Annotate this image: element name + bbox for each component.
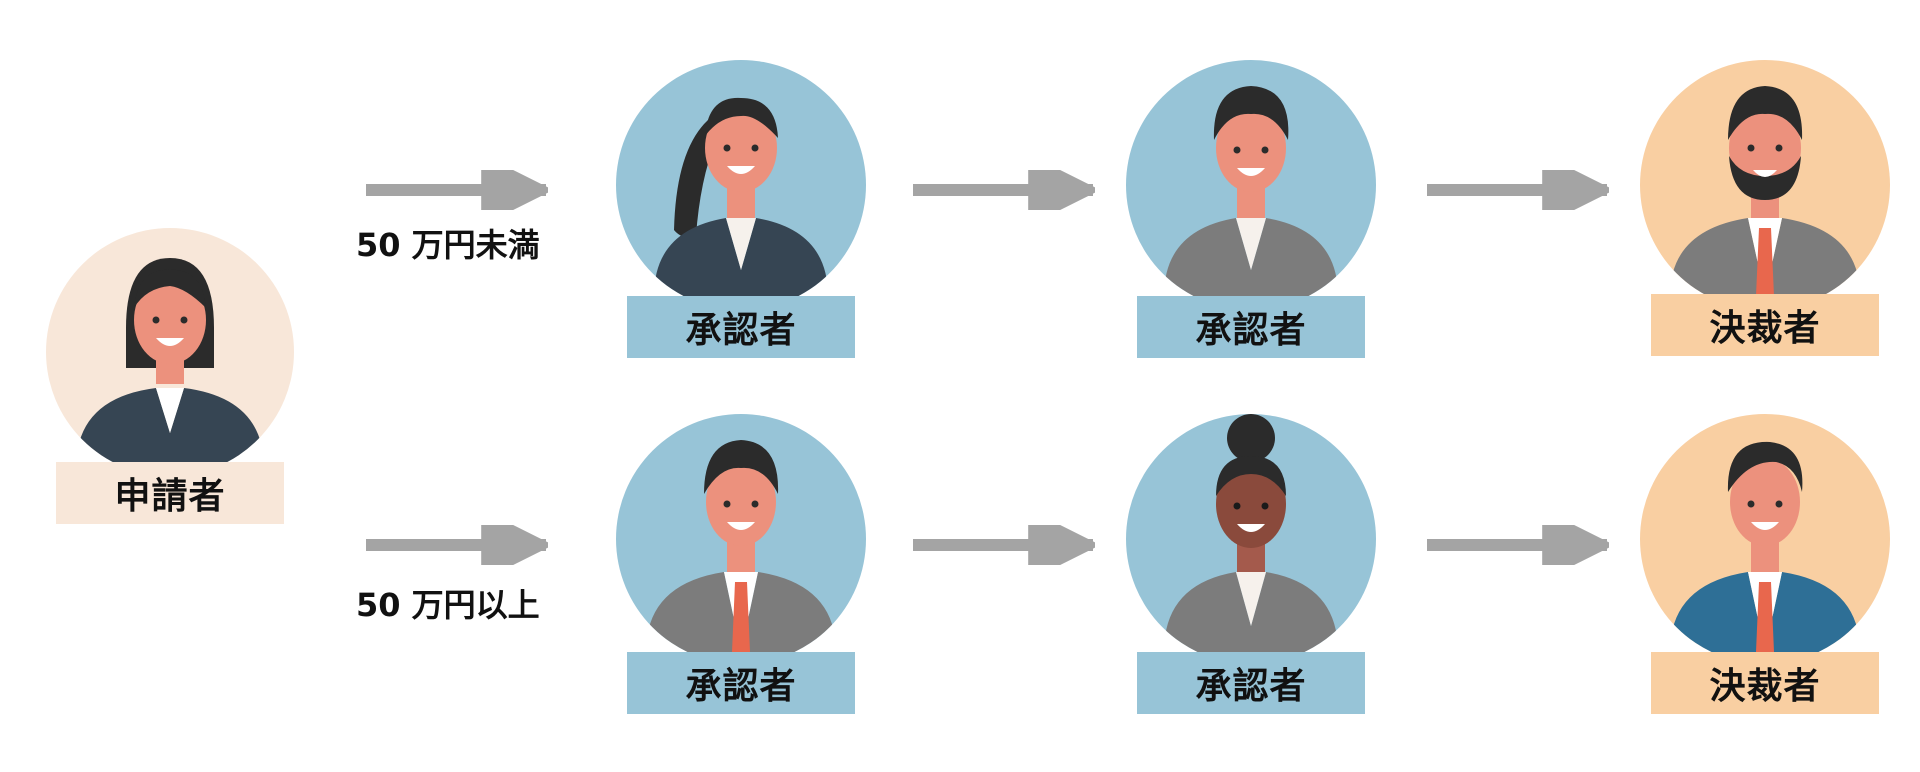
row1-arrow-3	[1427, 170, 1609, 210]
row2-arrow-3	[1427, 525, 1609, 565]
row2-final-approver-label: 決裁者	[1651, 652, 1879, 714]
row1-approver-2: 承認者	[1124, 60, 1378, 360]
row2-approver-1: 承認者	[616, 414, 866, 714]
applicant-label: 申請者	[56, 462, 284, 524]
woman-ponytail-avatar-icon	[616, 60, 866, 296]
row1-condition: 50 万円未満	[356, 226, 540, 264]
woman-bun-avatar-icon	[1126, 414, 1376, 652]
bearded-man-avatar-icon	[1640, 60, 1890, 296]
row2-arrow-1	[366, 525, 548, 565]
row2-approver-2-label: 承認者	[1137, 652, 1365, 714]
row2-condition: 50 万円以上	[356, 586, 540, 624]
man-gray-suit-avatar-icon	[1126, 60, 1376, 296]
man-tie-avatar-icon	[616, 414, 866, 652]
row1-approver-2-label: 承認者	[1137, 296, 1365, 358]
row2-approver-1-label: 承認者	[627, 652, 855, 714]
row1-approver-1-label: 承認者	[627, 296, 855, 358]
row1-arrow-2	[913, 170, 1095, 210]
applicant-node: 申請者	[46, 228, 294, 528]
row2-final-approver: 決裁者	[1636, 414, 1894, 714]
man-blue-suit-avatar-icon	[1640, 414, 1890, 652]
woman-dark-suit-avatar-icon	[46, 228, 294, 468]
row1-final-approver-label: 決裁者	[1651, 294, 1879, 356]
row2-approver-2: 承認者	[1124, 414, 1378, 714]
row1-approver-1: 承認者	[616, 60, 866, 360]
row1-arrow-1	[366, 170, 548, 210]
row1-final-approver: 決裁者	[1640, 60, 1890, 360]
row2-arrow-2	[913, 525, 1095, 565]
